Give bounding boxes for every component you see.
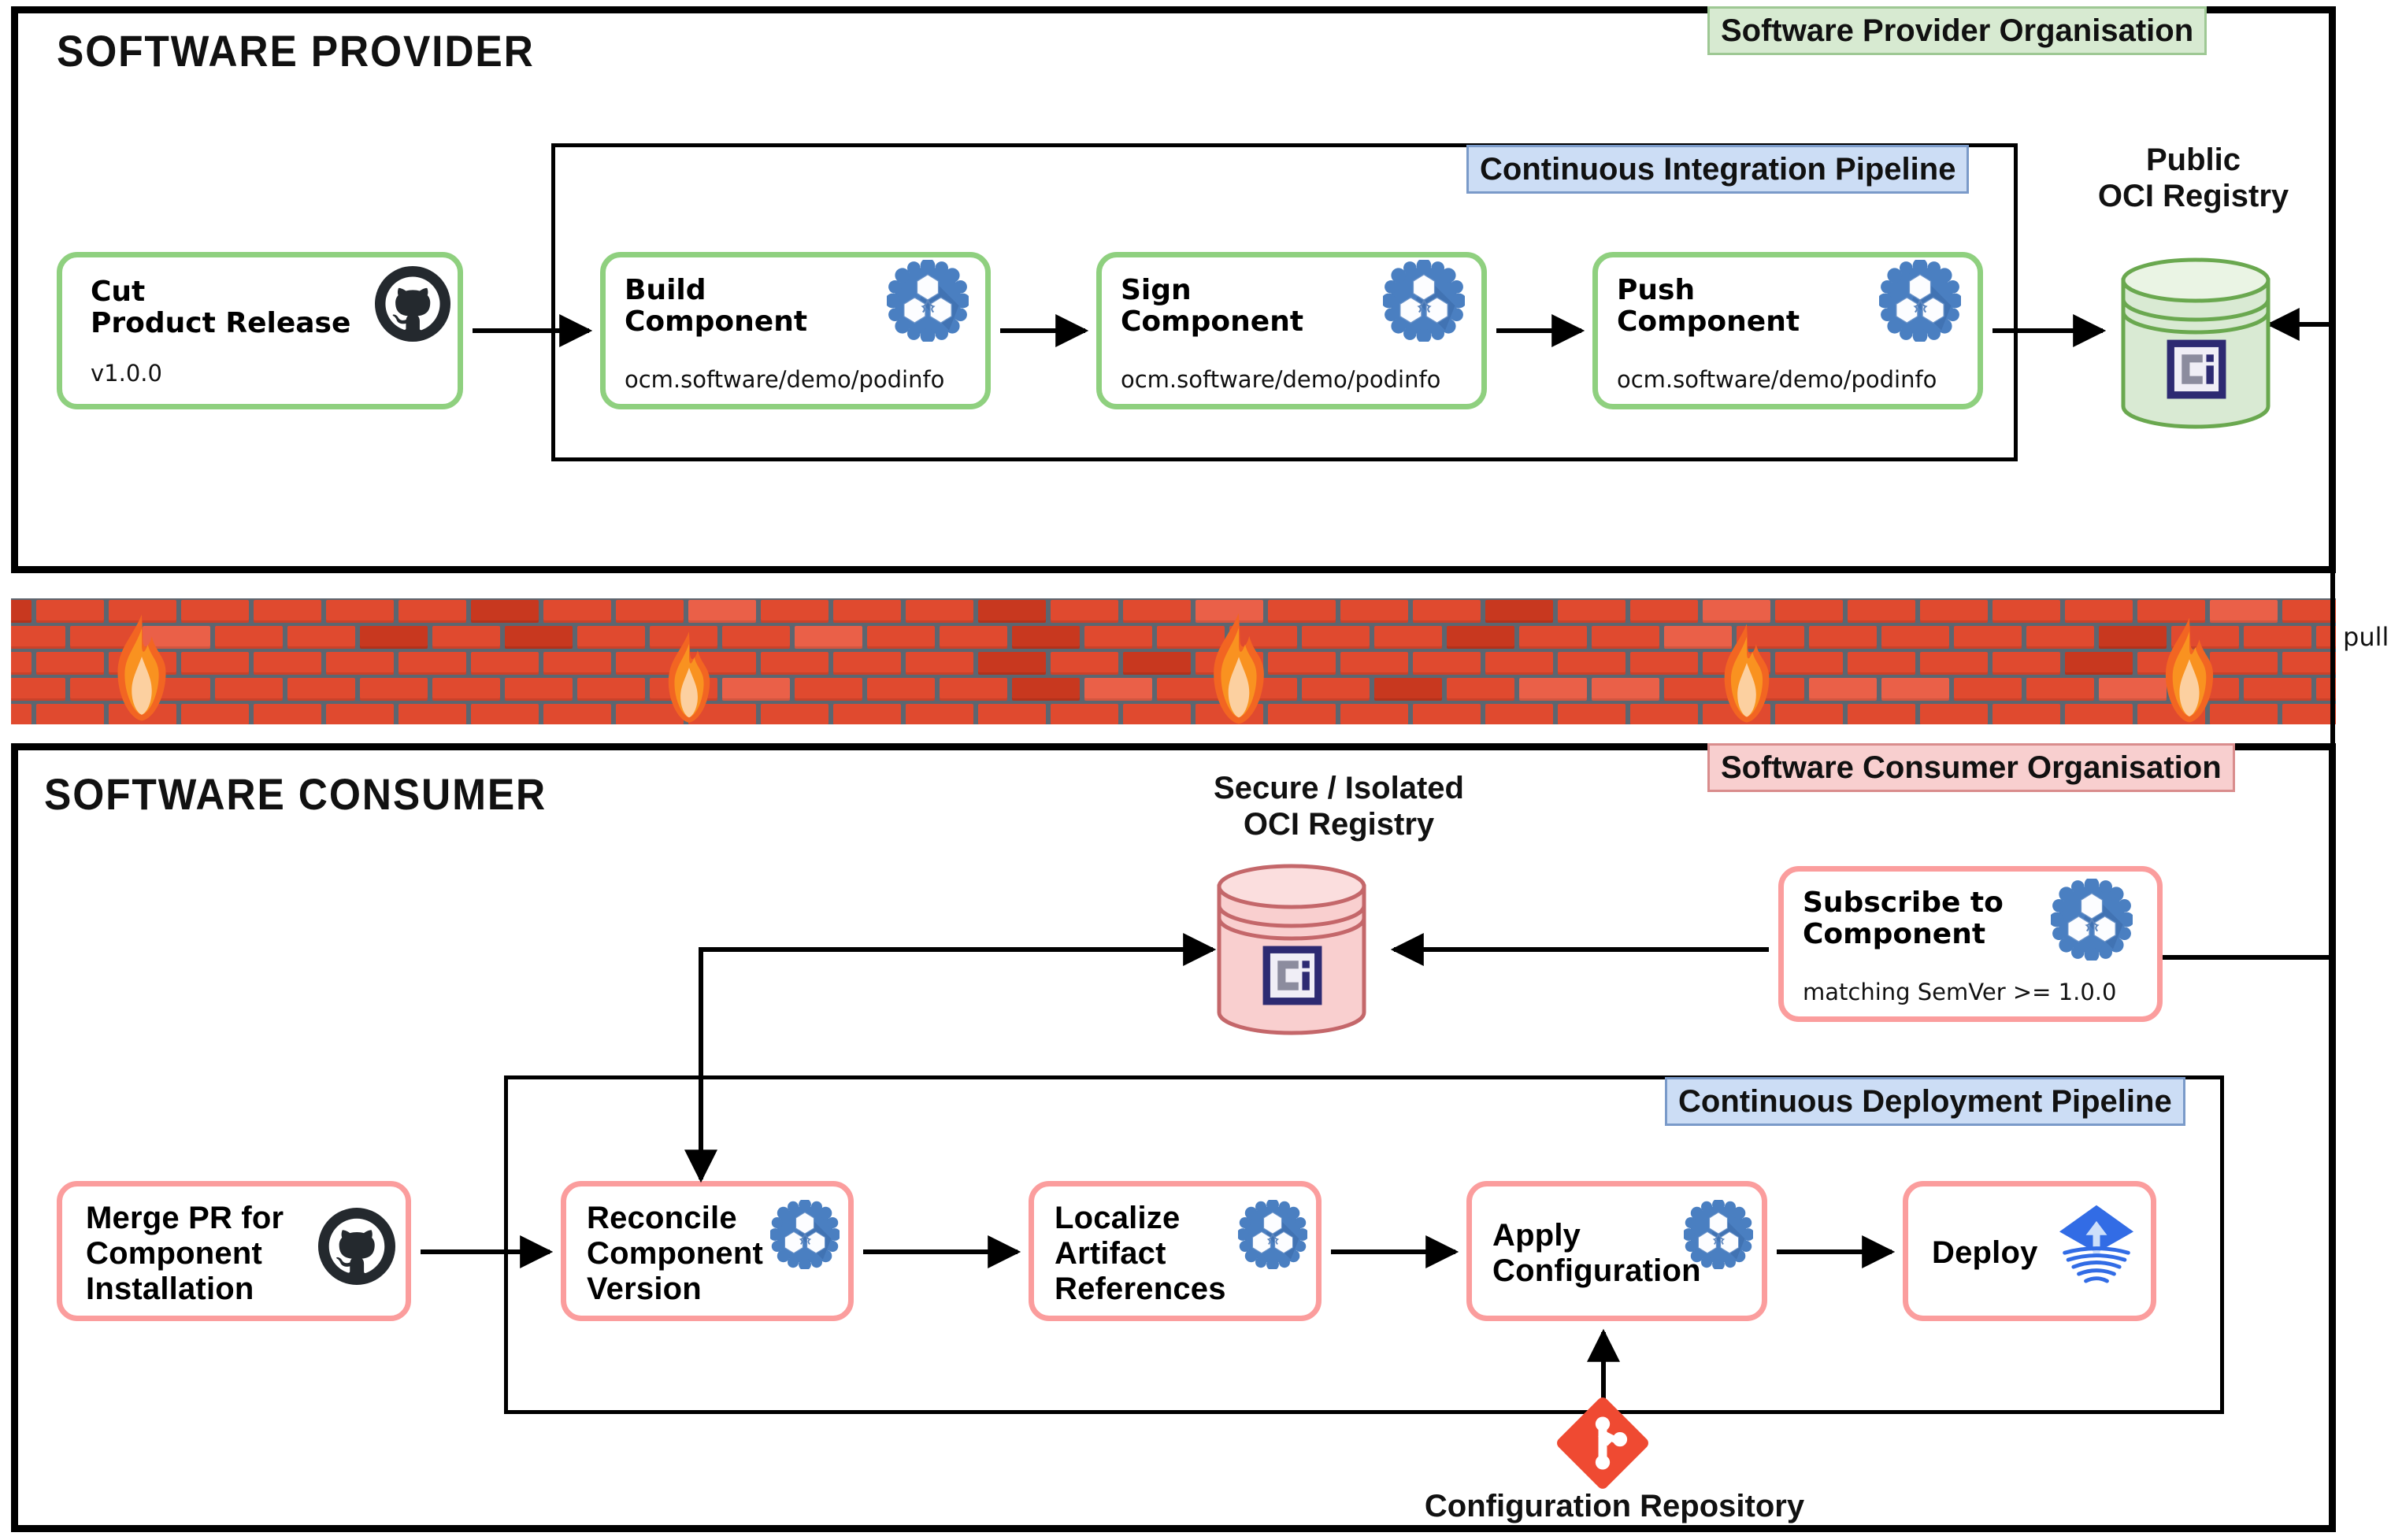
node-title: Deploy xyxy=(1932,1235,2038,1270)
node-subtitle: v1.0.0 xyxy=(91,360,162,387)
node-title: Localize Artifact References xyxy=(1055,1201,1226,1306)
node-title: Subscribe to Component xyxy=(1803,887,2004,951)
node-reconcile-component-version[interactable]: Reconcile Component Version xyxy=(561,1181,854,1321)
provider-organisation-badge: Software Provider Organisation xyxy=(1707,6,2208,55)
secure-oci-registry-caption: Secure / Isolated OCI Registry xyxy=(1214,771,1464,842)
node-merge-pr-for-component-installation[interactable]: Merge PR for Component Installation xyxy=(57,1181,411,1321)
consumer-section-title: SOFTWARE CONSUMER xyxy=(44,769,547,819)
configuration-repository-label: Configuration Repository xyxy=(1424,1489,1805,1523)
node-sign-component[interactable]: Sign Component ocm.software/demo/podinfo xyxy=(1096,252,1487,409)
cd-pipeline-container xyxy=(504,1075,2224,1414)
provider-section-title: SOFTWARE PROVIDER xyxy=(57,26,535,76)
node-deploy[interactable]: Deploy xyxy=(1903,1181,2156,1321)
node-title: Reconcile Component Version xyxy=(587,1201,763,1306)
cd-pipeline-badge: Continuous Deployment Pipeline xyxy=(1665,1077,2185,1126)
node-title: Sign Component xyxy=(1121,274,1304,339)
node-title: Merge PR for Component Installation xyxy=(86,1201,284,1306)
ci-pipeline-container xyxy=(551,143,2018,461)
node-title: Push Component xyxy=(1617,274,1800,339)
node-title: Cut Product Release xyxy=(91,276,351,340)
firewall-brick-wall xyxy=(11,598,2336,724)
node-subtitle: ocm.software/demo/podinfo xyxy=(625,366,945,393)
node-build-component[interactable]: Build Component ocm.software/demo/podinf… xyxy=(600,252,991,409)
pull-edge-label: pull xyxy=(2343,622,2389,652)
node-cut-product-release[interactable]: Cut Product Release v1.0.0 xyxy=(57,252,463,409)
node-subscribe-to-component[interactable]: Subscribe to Component matching SemVer >… xyxy=(1778,866,2163,1022)
node-subtitle: ocm.software/demo/podinfo xyxy=(1617,366,1937,393)
ci-pipeline-badge: Continuous Integration Pipeline xyxy=(1466,145,1970,194)
node-apply-configuration[interactable]: Apply Configuration xyxy=(1466,1181,1767,1321)
node-subtitle: ocm.software/demo/podinfo xyxy=(1121,366,1441,393)
node-subtitle: matching SemVer >= 1.0.0 xyxy=(1803,979,2117,1005)
node-title: Apply Configuration xyxy=(1492,1218,1701,1288)
public-oci-registry-caption: Public OCI Registry xyxy=(2097,143,2289,213)
node-localize-artifact-references[interactable]: Localize Artifact References xyxy=(1029,1181,1322,1321)
consumer-organisation-badge: Software Consumer Organisation xyxy=(1707,743,2235,792)
node-title: Build Component xyxy=(625,274,808,339)
node-push-component[interactable]: Push Component ocm.software/demo/podinfo xyxy=(1592,252,1983,409)
